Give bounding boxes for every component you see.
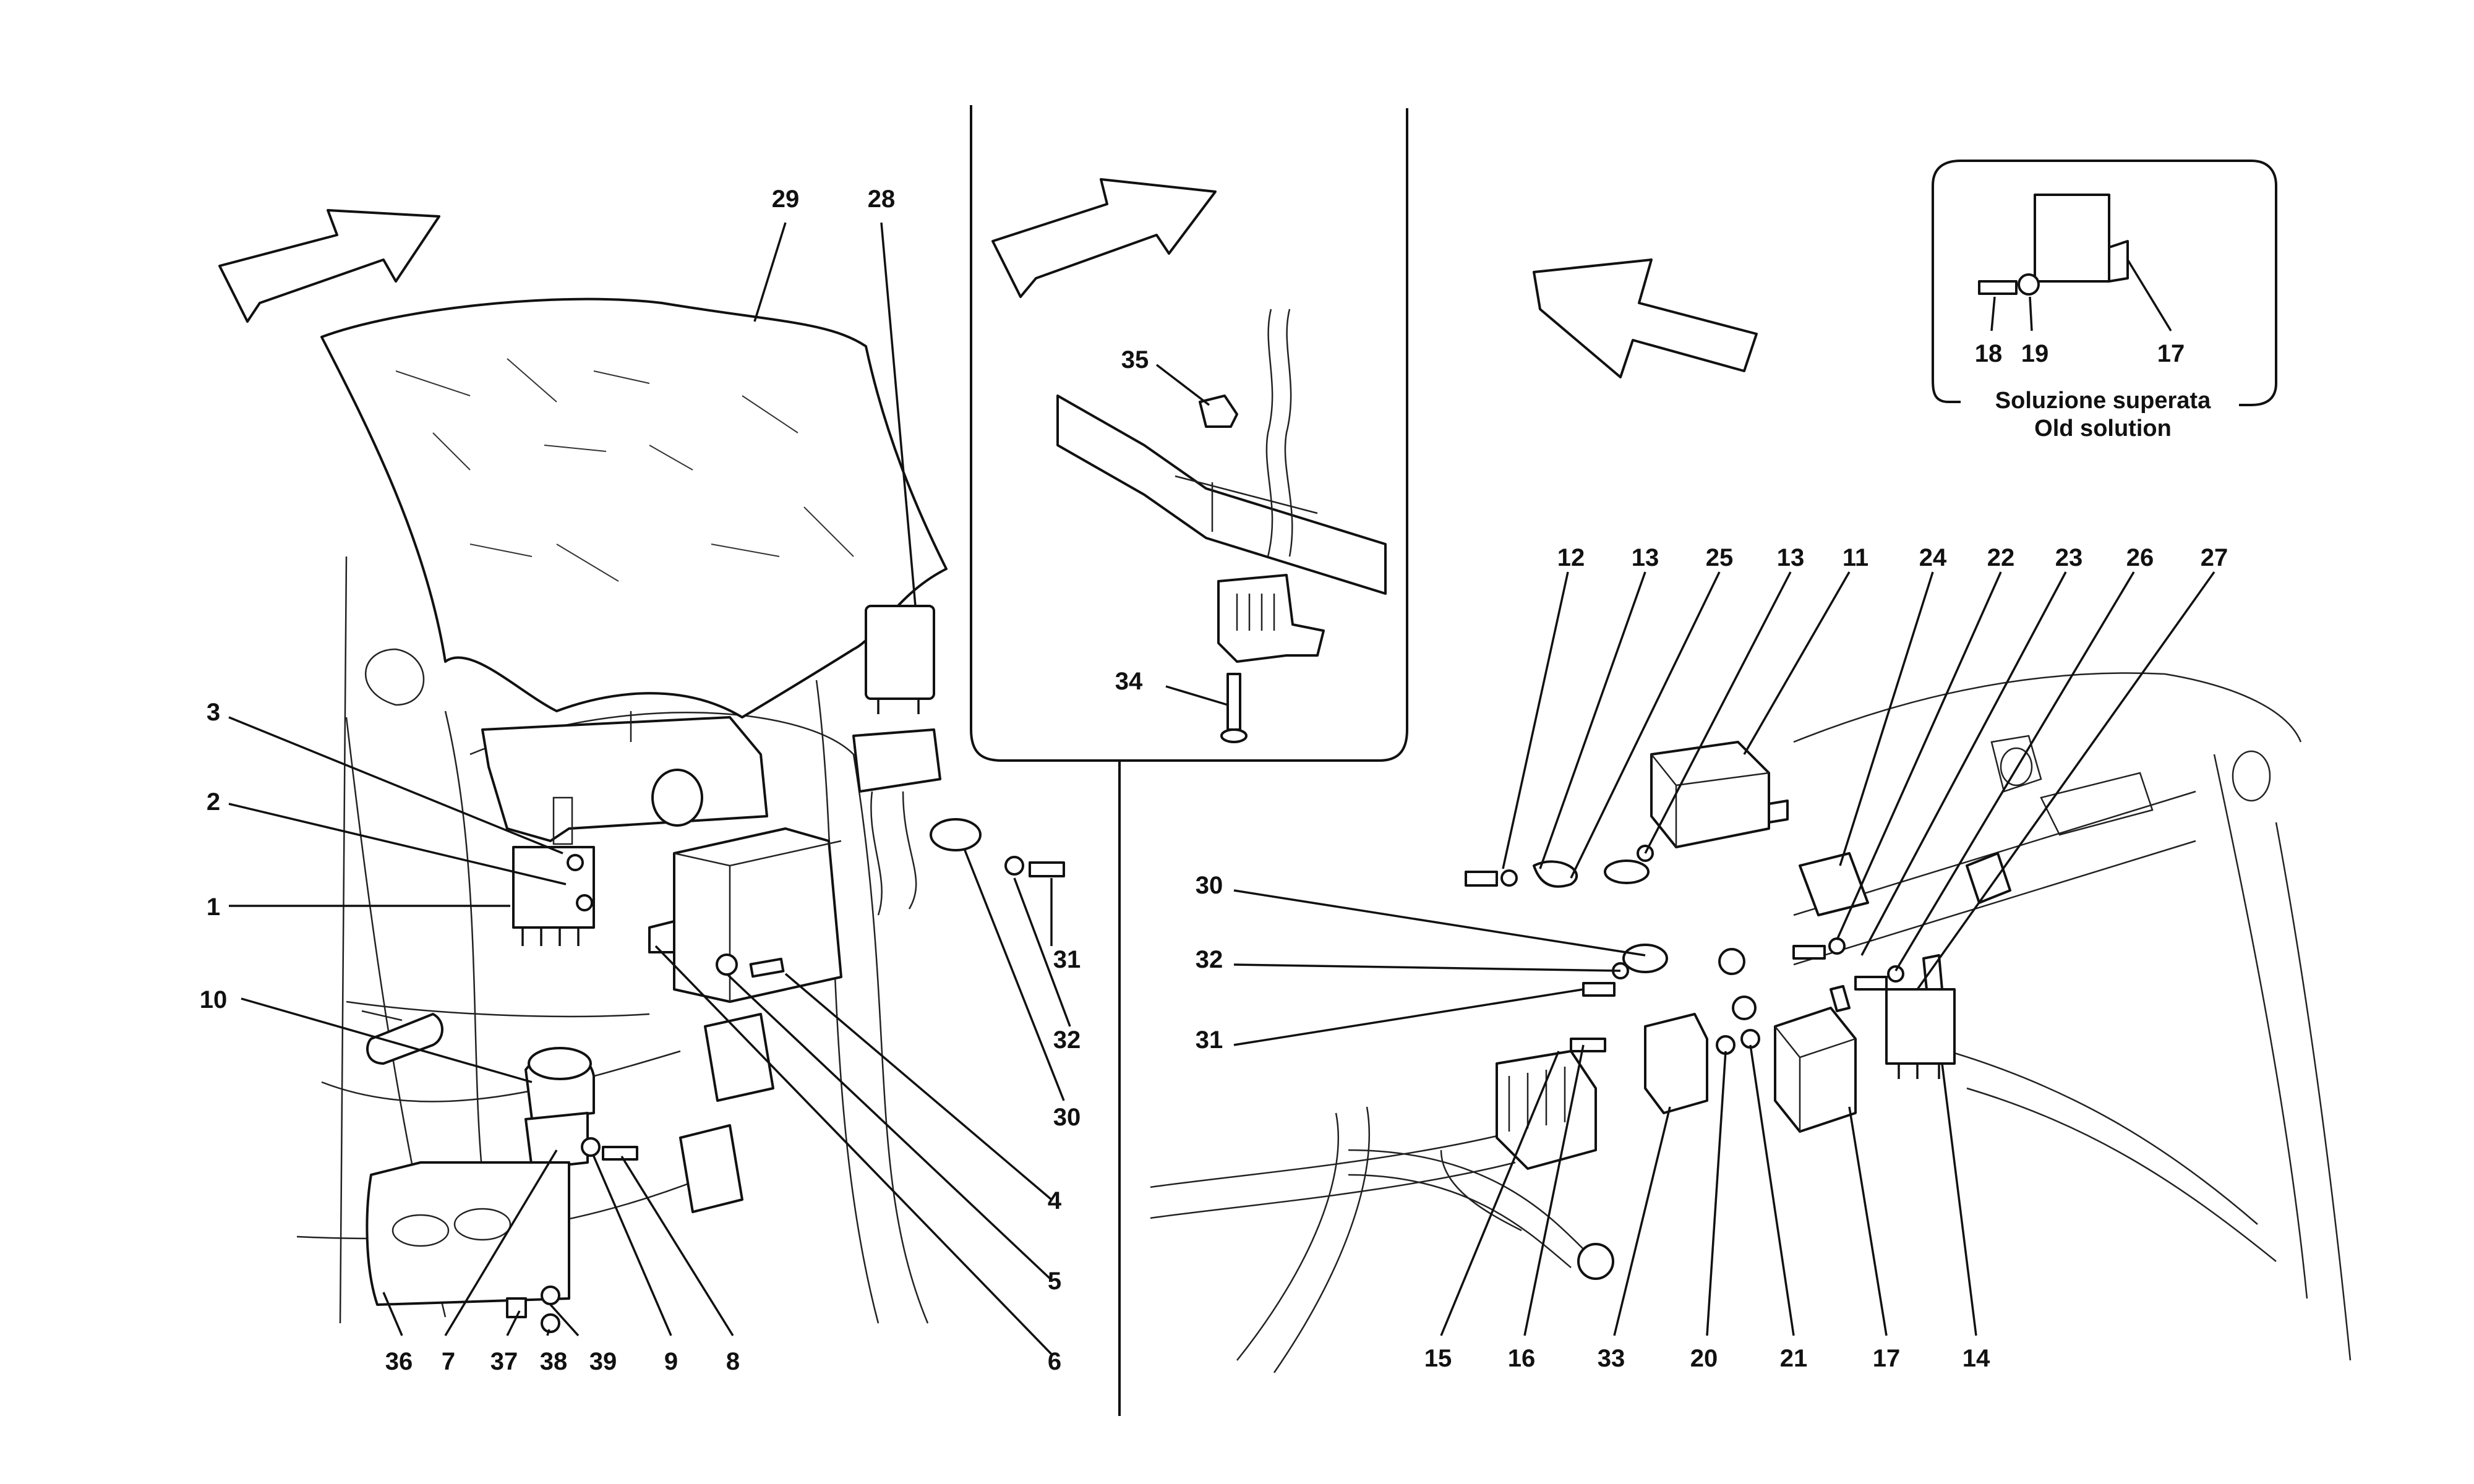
callout-10: 10 bbox=[200, 986, 228, 1013]
callout-8: 8 bbox=[726, 1348, 740, 1375]
callout-24: 24 bbox=[1919, 544, 1947, 571]
cover-sheet bbox=[320, 297, 948, 719]
direction-arrow-icon bbox=[218, 209, 440, 323]
callout-7: 7 bbox=[442, 1348, 455, 1375]
callout-38: 38 bbox=[540, 1348, 568, 1375]
callout-37: 37 bbox=[490, 1348, 518, 1375]
callout-27: 27 bbox=[2201, 544, 2228, 571]
center-detail-panel: 35 34 bbox=[970, 105, 1408, 762]
left-leader-lines bbox=[228, 222, 1071, 1355]
control-unit bbox=[673, 827, 842, 1003]
callout-4: 4 bbox=[1048, 1187, 1062, 1214]
relay-17-old bbox=[2034, 194, 2110, 283]
callout-18: 18 bbox=[1975, 340, 2003, 367]
callout-3: 3 bbox=[207, 699, 220, 726]
callout-32: 32 bbox=[1196, 946, 1223, 973]
callout-29: 29 bbox=[772, 186, 800, 213]
callout-39: 39 bbox=[589, 1348, 617, 1375]
inset-caption-italian: Soluzione superata bbox=[1995, 388, 2211, 414]
bracket-36 bbox=[366, 1161, 570, 1306]
callout-23: 23 bbox=[2055, 544, 2083, 571]
callout-16: 16 bbox=[1508, 1345, 1536, 1372]
relay-14 bbox=[1885, 988, 1956, 1065]
callout-19: 19 bbox=[2021, 340, 2049, 367]
direction-arrow-icon bbox=[1533, 258, 1758, 378]
callout-26: 26 bbox=[2126, 544, 2154, 571]
callout-33: 33 bbox=[1598, 1345, 1625, 1372]
callout-13: 13 bbox=[1777, 544, 1805, 571]
callout-20: 20 bbox=[1690, 1345, 1718, 1372]
old-solution-inset: 18 19 17 Soluzione superata Old solution bbox=[1932, 160, 2277, 441]
callout-13: 13 bbox=[1632, 544, 1659, 571]
direction-arrow-icon bbox=[991, 178, 1217, 298]
callout-34: 34 bbox=[1115, 668, 1143, 695]
callout-17: 17 bbox=[2157, 340, 2185, 367]
callout-22: 22 bbox=[1987, 544, 2015, 571]
right-leader-lines bbox=[1233, 571, 2215, 1336]
callout-21: 21 bbox=[1780, 1345, 1808, 1372]
callout-9: 9 bbox=[664, 1348, 678, 1375]
control-unit-11 bbox=[1650, 741, 1770, 848]
callout-11: 11 bbox=[1843, 544, 1868, 571]
right-view: 12 13 25 13 11 24 22 23 26 27 30 32 31 1… bbox=[1150, 258, 2352, 1373]
bracket-33 bbox=[1644, 1013, 1708, 1114]
callout-12: 12 bbox=[1557, 544, 1585, 571]
callout-5: 5 bbox=[1048, 1268, 1061, 1295]
callout-2: 2 bbox=[207, 788, 220, 816]
callout-17: 17 bbox=[1873, 1345, 1901, 1372]
callout-30: 30 bbox=[1196, 872, 1223, 899]
callout-30: 30 bbox=[1053, 1104, 1081, 1131]
left-view: 29 28 3 2 1 10 31 32 30 4 5 6 36 7 37 38… bbox=[200, 186, 1081, 1375]
callout-6: 6 bbox=[1048, 1348, 1061, 1375]
relay-17 bbox=[1774, 1007, 1857, 1133]
callout-32: 32 bbox=[1053, 1026, 1081, 1054]
callout-15: 15 bbox=[1424, 1345, 1452, 1372]
callout-28: 28 bbox=[868, 186, 896, 213]
callout-25: 25 bbox=[1706, 544, 1734, 571]
callout-1: 1 bbox=[207, 893, 220, 921]
callout-31: 31 bbox=[1053, 946, 1081, 973]
callout-14: 14 bbox=[1963, 1345, 1990, 1372]
inset-caption-english: Old solution bbox=[2034, 416, 2172, 441]
relay-28 bbox=[865, 605, 935, 700]
callout-31: 31 bbox=[1196, 1026, 1223, 1054]
callout-36: 36 bbox=[385, 1348, 413, 1375]
callout-35: 35 bbox=[1121, 346, 1149, 373]
